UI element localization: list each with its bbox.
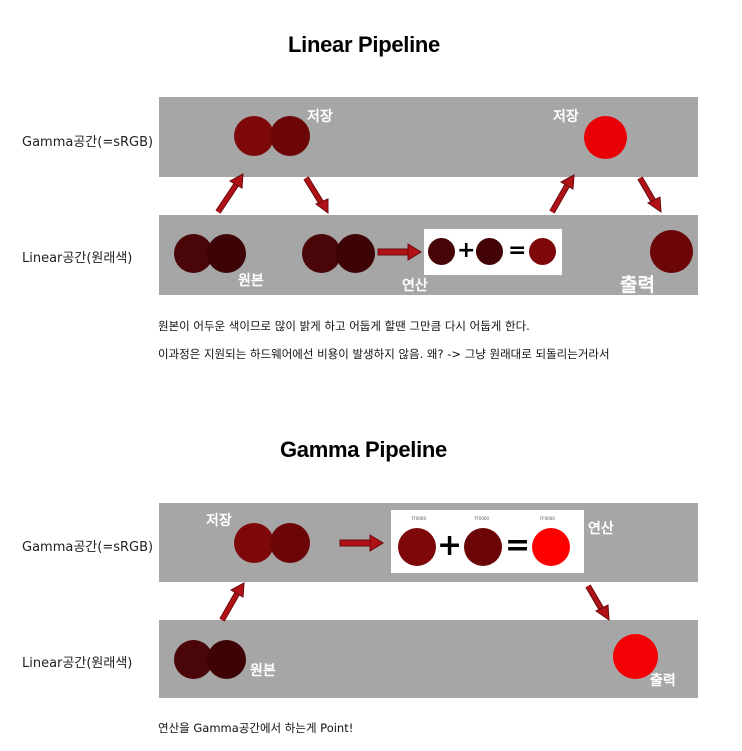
gamma-operation-label: 연산	[588, 521, 614, 537]
linear-note-line-2: 이과정은 지원되는 하드웨어에선 비용이 발생하지 않음. 왜? -> 그냥 원…	[158, 347, 610, 361]
gamma-note: 연산을 Gamma공간에서 하는게 Point!	[158, 721, 354, 735]
linear-original-label: 원본	[238, 273, 264, 289]
linear-gamma-row-label: Gamma공간(=sRGB)	[22, 135, 154, 150]
gamma-plus-sign: +	[437, 528, 463, 563]
store-label-right: 저장	[553, 109, 579, 125]
gamma-pipeline-title: Gamma Pipeline	[280, 437, 447, 462]
linear-equals-sign: =	[508, 238, 527, 263]
linear-stored-circle-2	[270, 116, 310, 156]
gamma-hex-label-2: 7F0000	[474, 516, 490, 521]
gamma-arrow-right-to-operation-icon	[339, 534, 384, 552]
linear-pipeline-title: Linear Pipeline	[288, 32, 440, 57]
linear-operation-result-circle	[529, 238, 556, 265]
gamma-operation-result-circle	[532, 528, 570, 566]
linear-decoded-circle-2	[336, 234, 375, 273]
linear-stored-output-circle	[584, 116, 627, 159]
arrow-down-output-icon	[637, 176, 662, 214]
gamma-linear-band	[159, 620, 698, 698]
arrow-down-decode-icon	[303, 176, 329, 214]
gamma-original-label: 원본	[250, 663, 276, 679]
linear-linear-row-label: Linear공간(원래색)	[22, 251, 133, 266]
linear-stored-circle-1	[234, 116, 274, 156]
linear-original-circle-1	[174, 234, 213, 273]
linear-operation-circle-b	[476, 238, 503, 265]
gamma-stored-circle-1	[234, 523, 274, 563]
gamma-original-circle-1	[174, 640, 213, 679]
gamma-operation-circle-b	[464, 528, 502, 566]
gamma-arrow-up-store-icon	[219, 582, 245, 622]
linear-output-circle	[650, 230, 693, 273]
gamma-output-circle	[613, 634, 658, 679]
linear-note-line-1: 원본이 어두운 색이므로 많이 밝게 하고 어둡게 할땐 그만큼 다시 어둡게 …	[158, 319, 530, 333]
linear-plus-sign: +	[457, 238, 476, 263]
gamma-output-label: 출력	[650, 673, 676, 689]
gamma-operation-circle-a	[398, 528, 436, 566]
gamma-linear-row-label: Linear공간(원래색)	[22, 656, 133, 671]
gamma-stored-circle-2	[270, 523, 310, 563]
arrow-right-to-operation-icon	[377, 243, 422, 261]
store-label-left: 저장	[307, 109, 333, 125]
gamma-store-label: 저장	[206, 513, 232, 529]
linear-decoded-circle-1	[302, 234, 341, 273]
arrow-up-store-icon	[549, 174, 575, 214]
gamma-equals-sign: =	[505, 528, 531, 563]
arrow-up-encode-icon	[215, 173, 244, 214]
linear-original-circle-2	[207, 234, 246, 273]
gamma-arrow-down-output-icon	[585, 584, 610, 622]
linear-operation-label: 연산	[402, 278, 428, 294]
linear-output-label: 출력	[620, 274, 655, 296]
gamma-gamma-row-label: Gamma공간(=sRGB)	[22, 540, 154, 555]
gamma-hex-label-3: FF0000	[540, 516, 555, 521]
gamma-hex-label-1: 7F0000	[411, 516, 427, 521]
linear-operation-circle-a	[428, 238, 455, 265]
gamma-original-circle-2	[207, 640, 246, 679]
